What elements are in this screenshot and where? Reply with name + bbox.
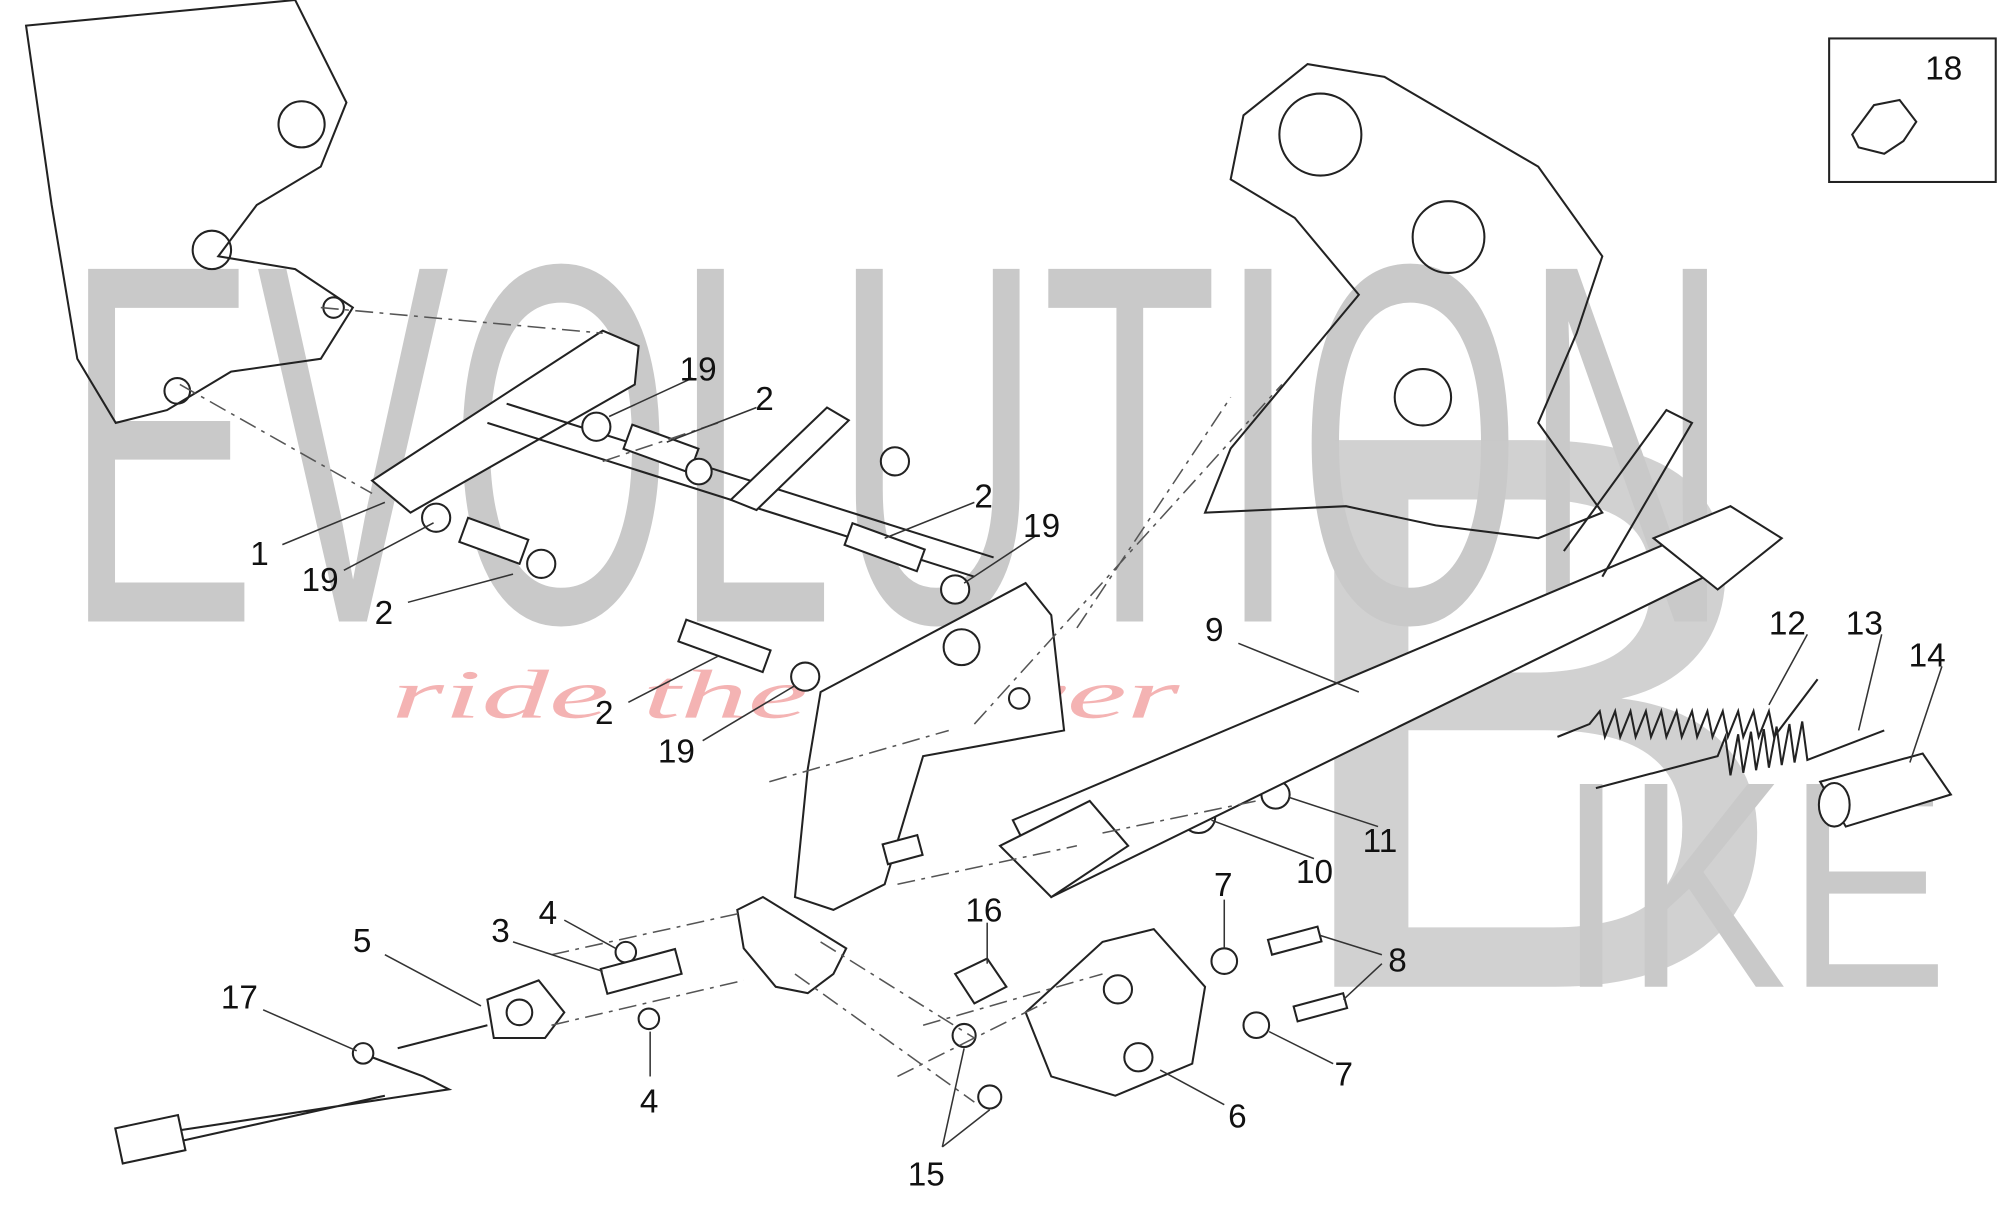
callout: 12: [1769, 605, 1806, 642]
parts-drawing: 18: [24, 0, 1997, 1165]
clip-18-icon: [1851, 98, 1918, 155]
callout: 17: [221, 980, 258, 1017]
mount-plate: [370, 329, 640, 514]
frame-right: [1203, 62, 1604, 540]
callout: 19: [658, 734, 695, 771]
callout: 19: [302, 562, 339, 599]
callout: 6: [1228, 1099, 1247, 1136]
callout: 2: [974, 478, 993, 515]
callout: 7: [1334, 1056, 1353, 1093]
callout: 10: [1296, 854, 1333, 891]
callout: 4: [539, 895, 558, 932]
spring-12: [1557, 678, 1819, 741]
callout: 19: [680, 352, 717, 389]
leader-lines: [262, 377, 1943, 1148]
callout: 2: [375, 595, 394, 632]
callout: 9: [1205, 612, 1224, 649]
callout: 16: [965, 892, 1002, 929]
callout-18: 18: [1925, 50, 1962, 87]
callout: 2: [595, 695, 614, 732]
inset-box-18: [1828, 37, 1997, 183]
callout: 11: [1363, 823, 1398, 860]
callout: 7: [1214, 867, 1233, 904]
callout: 4: [640, 1083, 659, 1120]
callout-labels: 1 19 2 19 2 2 19 2 19 9 12 13 14 11 10 7…: [221, 352, 1946, 1194]
callout: 1: [250, 536, 269, 573]
frame-left: [24, 0, 355, 425]
callout: 8: [1388, 942, 1407, 979]
callout: 14: [1909, 637, 1946, 674]
side-bracket: [793, 581, 1066, 911]
sidestand-sensor-5: [486, 979, 566, 1040]
callout: 5: [353, 923, 372, 960]
stand-guard-6: [1024, 927, 1207, 1097]
callout: 3: [491, 913, 510, 950]
callout: 2: [755, 381, 774, 418]
callout: 19: [1023, 508, 1060, 545]
spring-13: [1595, 721, 1885, 790]
callout: 15: [908, 1156, 945, 1193]
callout: 13: [1846, 605, 1883, 642]
